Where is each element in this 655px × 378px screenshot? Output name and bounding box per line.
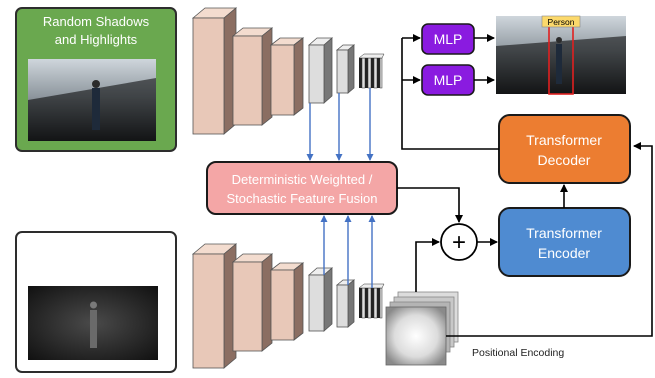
top-feature-block-2	[231, 27, 274, 126]
mlp-bottom: MLP	[421, 64, 475, 96]
pe-to-decoder-arrow	[446, 142, 653, 337]
positional-encoding-label: Positional Encoding	[472, 347, 564, 359]
rgb-input-panel: Random Shadows and Highlights	[15, 7, 177, 152]
detection-output-image: Person	[496, 15, 626, 95]
plus-symbol: +	[452, 229, 466, 256]
top-feature-block-4	[307, 37, 334, 104]
bottom-feature-block-1	[191, 243, 238, 369]
encoder-label-line-1: Transformer	[526, 225, 602, 241]
bottom-feature-block-5	[335, 279, 356, 328]
person-label-badge	[541, 15, 581, 28]
rgb-title-line-2: and Highlights	[55, 32, 138, 47]
fusion-skip-arrows	[306, 88, 376, 288]
decoder-label-line-1: Transformer	[526, 132, 602, 148]
fusion-label-line-2: Stochastic Feature Fusion	[226, 191, 377, 206]
top-feature-block-6	[358, 53, 385, 89]
transformer-encoder: Transformer Encoder	[498, 207, 631, 277]
top-feature-block-1	[191, 7, 238, 135]
rgb-input-image	[28, 59, 156, 141]
top-backbone	[191, 7, 385, 135]
pe-to-add-arrow	[415, 238, 440, 292]
decoder-label-line-2: Decoder	[538, 152, 591, 168]
positional-encoding-stack	[385, 291, 459, 366]
bottom-feature-block-2	[231, 253, 274, 352]
encoder-label-line-2: Encoder	[538, 245, 590, 261]
top-feature-block-3	[269, 37, 305, 116]
mlp-top: MLP	[421, 23, 475, 55]
feature-fusion-block: Deterministic Weighted / Stochastic Feat…	[206, 161, 398, 215]
bottom-backbone	[191, 243, 385, 369]
ir-input-image	[28, 286, 158, 360]
bottom-feature-block-6	[358, 283, 385, 319]
transformer-decoder: Transformer Decoder	[498, 114, 631, 184]
mlp-bottom-label: MLP	[434, 72, 463, 88]
bottom-feature-block-3	[269, 262, 305, 341]
rgb-title-line-1: Random Shadows	[43, 14, 150, 29]
add-node: +	[440, 223, 478, 261]
mlp-top-label: MLP	[434, 31, 463, 47]
fusion-label-line-1: Deterministic Weighted /	[232, 172, 373, 187]
bottom-feature-block-4	[307, 267, 334, 332]
top-feature-block-5	[335, 44, 356, 94]
decoder-to-mlp-branch	[401, 38, 499, 150]
fusion-to-add-arrow	[397, 187, 463, 223]
ir-input-panel	[15, 231, 177, 373]
person-label: Person	[548, 17, 575, 27]
